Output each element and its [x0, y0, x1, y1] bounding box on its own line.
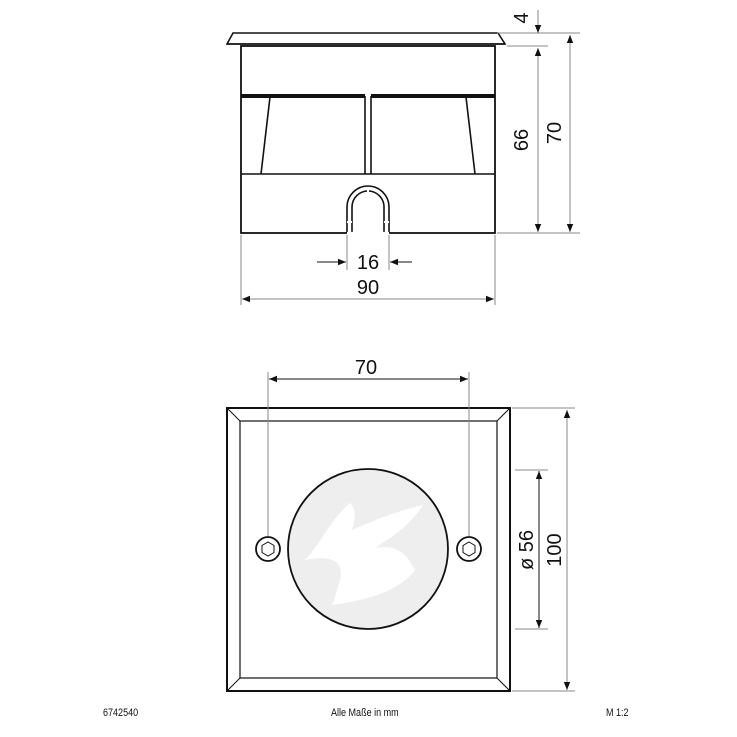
- top-view: 70 ø 56 100: [226, 357, 575, 692]
- lens-reflection-highlight: [305, 503, 423, 605]
- screw-left: [255, 536, 281, 562]
- screw-right: [456, 536, 482, 562]
- dim-screw-spacing: 70: [355, 357, 377, 379]
- cable-entry: [346, 185, 390, 235]
- flange: [225, 32, 507, 45]
- dim-total-height: 70: [544, 122, 566, 144]
- units-note: Alle Maße in mm: [331, 707, 399, 719]
- dim-flange-height: 4: [511, 12, 533, 23]
- dim-body-width: 90: [357, 277, 379, 299]
- lens: [287, 468, 449, 630]
- dim-cable-opening: 16: [357, 252, 379, 274]
- article-number: 6742540: [103, 707, 139, 719]
- side-view: 4 66 70 16 90: [225, 10, 580, 305]
- dim-lens-diameter: ø 56: [516, 530, 538, 570]
- scale-label: M 1:2: [606, 707, 629, 719]
- dim-outer-size: 100: [544, 533, 566, 566]
- dim-body-height: 66: [511, 129, 533, 151]
